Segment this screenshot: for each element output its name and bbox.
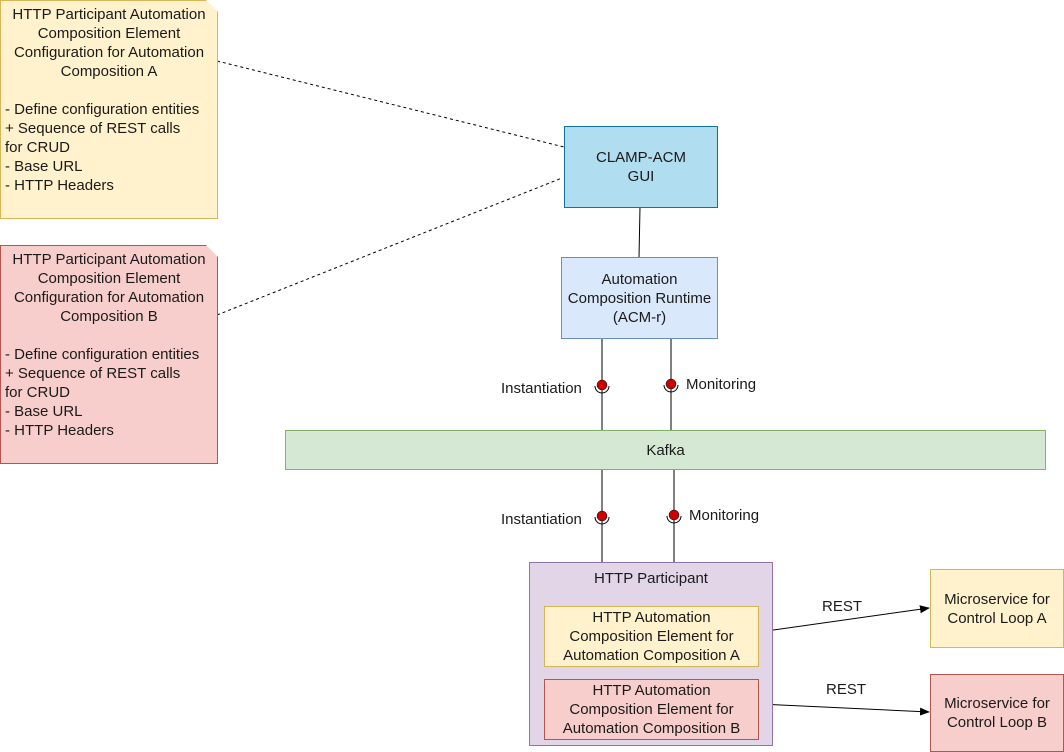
monitoring-label-top: Monitoring	[686, 376, 757, 393]
note-a-link	[216, 60, 565, 148]
note-b-link	[216, 177, 563, 316]
note-b-body: - Define configuration entities + Sequen…	[5, 346, 200, 439]
clamp-acm-gui-box: CLAMP-ACM GUI	[564, 126, 718, 208]
rest-label-a: REST	[822, 598, 863, 615]
rest-label-b: REST	[826, 681, 867, 698]
interface-instantiation-top	[594, 379, 610, 394]
interface-monitoring-top	[663, 378, 679, 393]
interface-instantiation-bottom	[594, 510, 610, 525]
rest-arrow-a	[758, 605, 930, 635]
composition-element-b-box: HTTP Automation Composition Element for …	[544, 679, 759, 740]
microservice-b-box: Microservice for Control Loop B	[930, 674, 1064, 752]
http-participant-title: HTTP Participant	[594, 570, 708, 587]
microservice-a-box: Microservice for Control Loop A	[930, 569, 1064, 648]
note-composition-b: HTTP Participant Automation Composition …	[0, 245, 218, 464]
note-a-title: HTTP Participant Automation Composition …	[12, 6, 206, 80]
gui-runtime-link	[638, 206, 641, 259]
composition-element-a-box: HTTP Automation Composition Element for …	[544, 606, 759, 667]
kafka-bus: Kafka	[285, 430, 1046, 470]
rest-arrow-b	[758, 700, 930, 716]
note-b-title: HTTP Participant Automation Composition …	[12, 251, 206, 325]
acm-runtime-box: Automation Composition Runtime (ACM-r)	[561, 257, 718, 339]
interface-monitoring-bottom	[666, 509, 682, 524]
note-a-body: - Define configuration entities + Sequen…	[5, 101, 200, 194]
instantiation-label-top: Instantiation	[501, 380, 582, 397]
note-composition-a: HTTP Participant Automation Composition …	[0, 0, 218, 219]
monitoring-label-bottom: Monitoring	[689, 507, 760, 524]
instantiation-label-bottom: Instantiation	[501, 511, 582, 528]
